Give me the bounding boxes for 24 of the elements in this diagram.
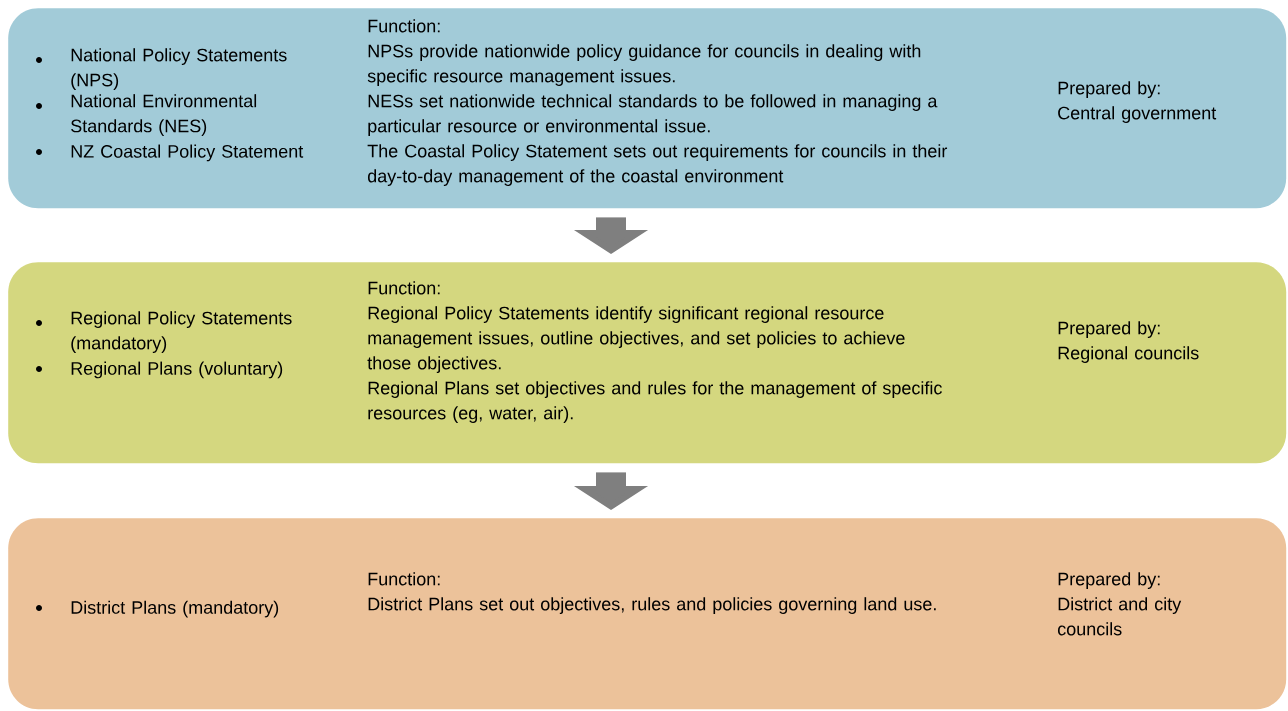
heading: Prepared by:: [1058, 81, 1160, 98]
band: [8, 8, 1287, 209]
band: [8, 262, 1287, 464]
body-text: Regional councils: [1058, 346, 1199, 363]
bullet-item: Regional Plans (voluntary): [71, 361, 283, 379]
bullet-item: National Environmental Standards (NES): [71, 94, 257, 136]
paragraph: District Plans set out objectives, rules and policies governing land use.: [368, 597, 936, 614]
paragraph: Regional Policy Statements identify significant regional resource management issues, outline objectives, and set policies to achieve those objectives.: [367, 306, 905, 373]
paragraph: NESs set nationwide technical standards to be followed in managing a particular resource or environmental issue.: [368, 94, 938, 136]
band: [8, 518, 1287, 710]
paragraph: Regional Plans set objectives and rules for the management of specific resources (eg, water, air).: [368, 381, 942, 423]
bullet-item: Regional Policy Statements (mandatory): [71, 311, 292, 353]
body-text: District and city councils: [1057, 597, 1182, 636]
bullet-item: National Policy Statements (NPS): [71, 48, 287, 90]
heading: Function:: [368, 19, 440, 33]
heading: Prepared by:: [1058, 572, 1160, 589]
paragraph: NPSs provide nationwide policy guidance for councils in dealing with specific resource management issues.: [367, 44, 921, 86]
heading: Function:: [368, 281, 440, 295]
body-text: Central government: [1058, 106, 1217, 123]
paragraph: The Coastal Policy Statement sets out requirements for councils in their day-to-day management of the coastal environment: [367, 144, 948, 186]
heading: Function:: [368, 572, 440, 586]
heading: Prepared by:: [1058, 321, 1160, 338]
bullet-item: District Plans (mandatory): [71, 600, 279, 618]
bullet-item: NZ Coastal Policy Statement: [71, 144, 304, 162]
